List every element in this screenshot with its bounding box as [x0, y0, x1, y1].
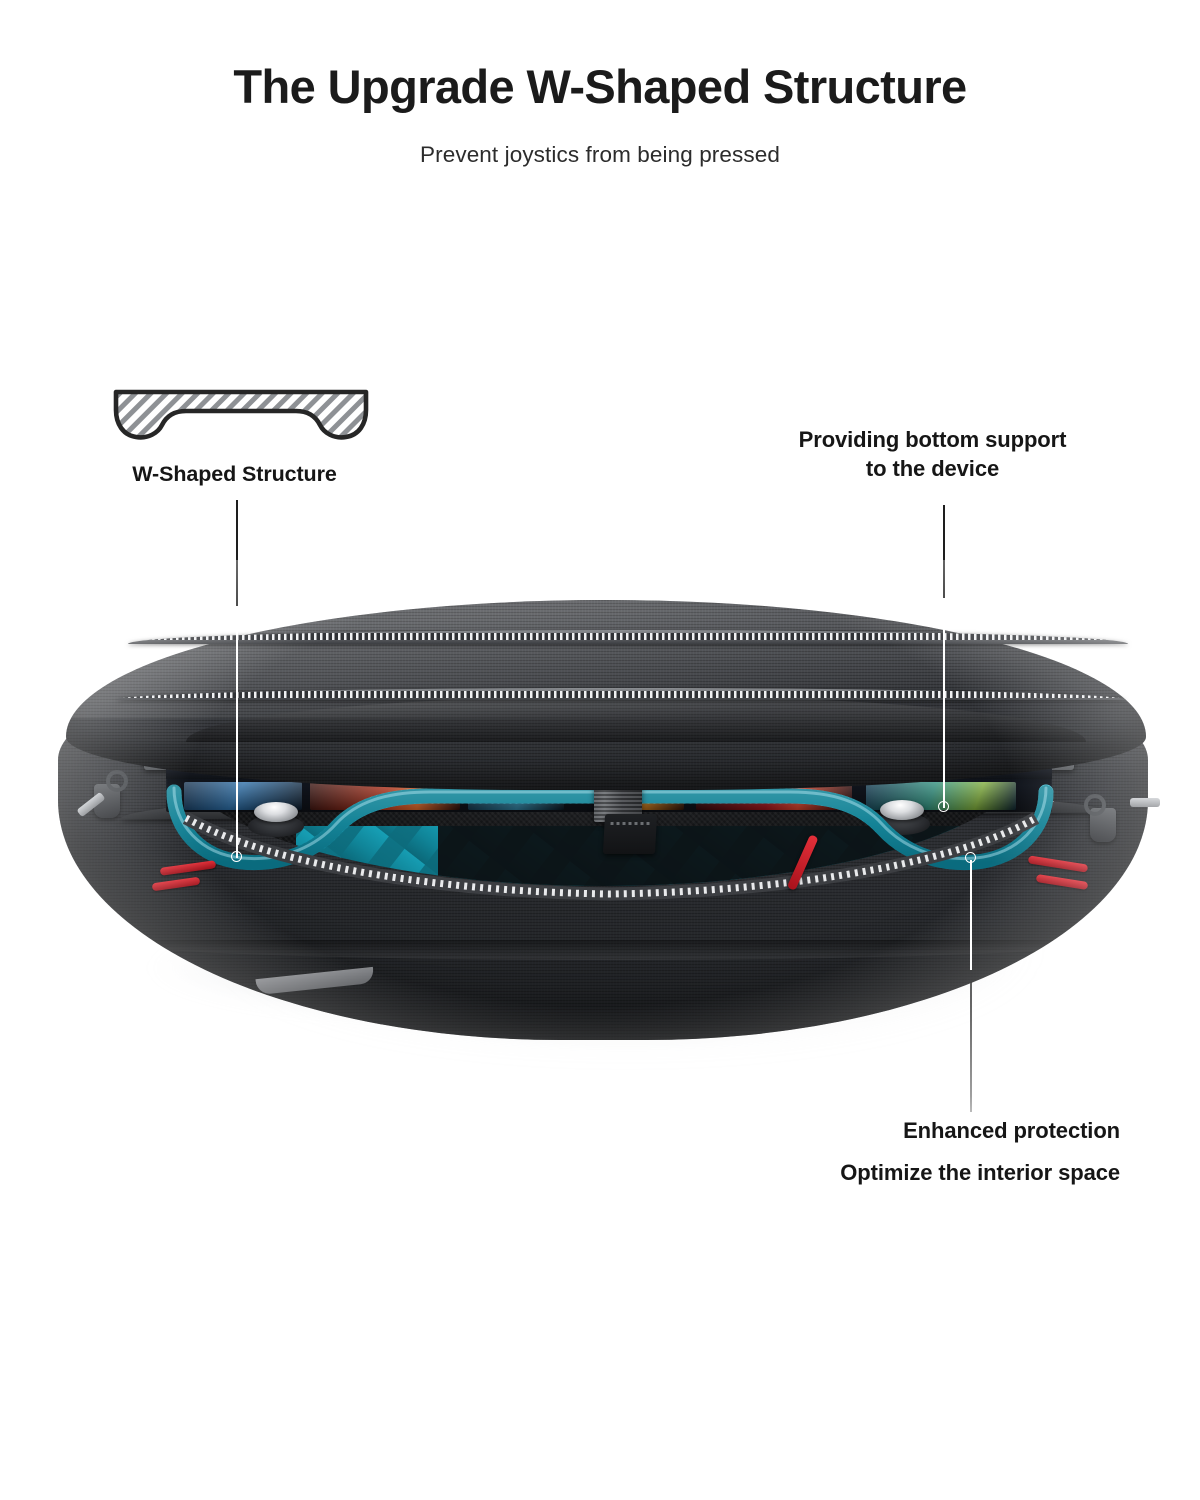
leader-line-wshape-upper [236, 500, 238, 612]
callout-label-optimize: Optimize the interior space [680, 1162, 1120, 1184]
zipper-pull-left[interactable] [76, 770, 146, 842]
callout-enhanced-line2: Optimize the interior space [840, 1160, 1120, 1185]
leader-endpoint-wshape [231, 851, 242, 862]
main-zipper-upper[interactable] [128, 630, 1128, 644]
page-subtitle: Prevent joystics from being pressed [420, 141, 780, 167]
callout-support-line2: to the device [865, 456, 1000, 482]
page-title: The Upgrade W-Shaped Structure [233, 60, 967, 113]
leader-endpoint-enhanced [965, 852, 976, 863]
w-shaped-structure-icon [113, 389, 369, 440]
leader-endpoint-support [938, 801, 949, 812]
callout-enhanced-line1: Enhanced protection [903, 1118, 1120, 1143]
callout-label-bottom-support: Providing bottom support to the device [745, 425, 1120, 483]
callout-label-enhanced: Enhanced protection [700, 1120, 1120, 1142]
product-photo: − + [0, 560, 1200, 1120]
leader-line-support-lower [943, 598, 945, 808]
callout-label-wshape: W-Shaped Structure [92, 461, 377, 489]
leader-line-wshape-lower [236, 606, 238, 858]
leader-line-support-upper [943, 505, 945, 605]
strap-velcro-tab [602, 814, 658, 854]
zipper-pull-right[interactable] [1084, 790, 1170, 860]
callout-support-line1: Providing bottom support [798, 427, 1067, 452]
header: The Upgrade W-Shaped Structure Prevent j… [0, 0, 1200, 168]
leader-line-enhanced-upper [970, 860, 972, 970]
callout-wshape-text: W-Shaped Structure [132, 462, 337, 486]
carrying-case: − + [48, 578, 1160, 1058]
